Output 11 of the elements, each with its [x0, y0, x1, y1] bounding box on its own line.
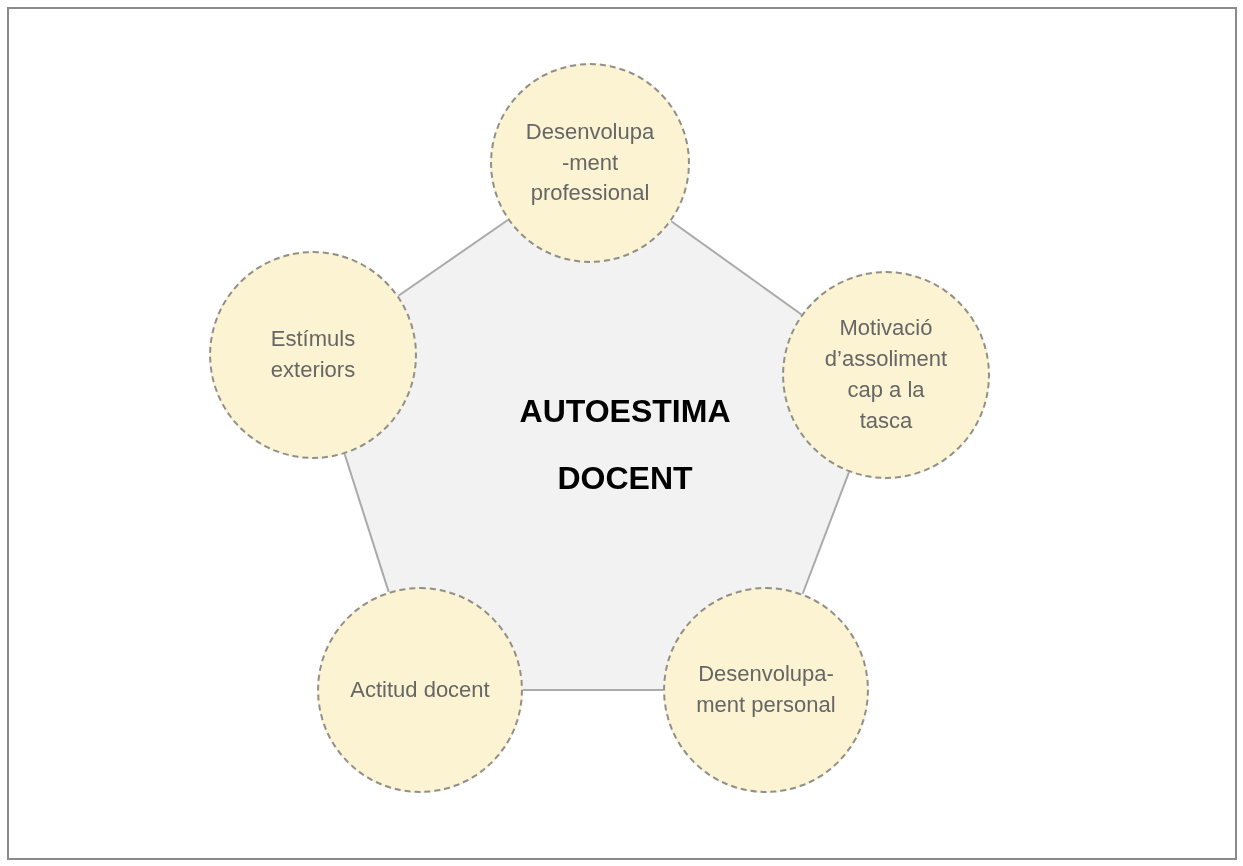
center-title: AUTOESTIMA DOCENT — [518, 391, 732, 498]
circle-label: Motivació d’assoliment cap a la tasca — [823, 314, 949, 435]
connector-line — [522, 689, 664, 691]
circle-label: Desenvolupa- ment personal — [695, 660, 837, 719]
connector-line — [397, 218, 509, 297]
connector-line — [670, 220, 803, 316]
circle-label: Desenvolupa -ment professional — [525, 117, 655, 208]
circle-label: Estímuls exteriors — [269, 325, 357, 384]
connector-line — [801, 471, 850, 595]
connector-line — [343, 453, 390, 593]
circle-label: Actitud docent — [349, 675, 491, 704]
